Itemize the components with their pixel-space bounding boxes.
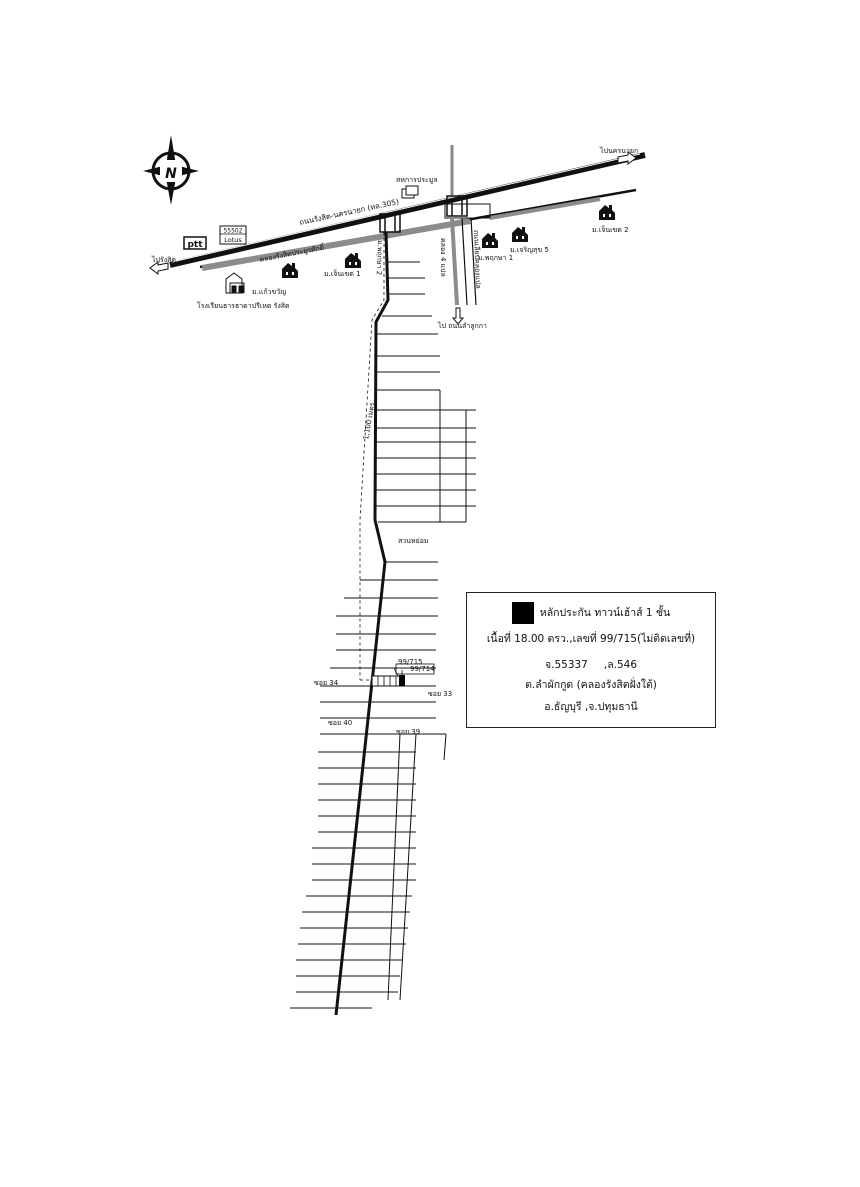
junction xyxy=(379,195,491,233)
label-plot-b: 99/714 xyxy=(410,665,435,673)
arrow-right-icon xyxy=(617,151,637,165)
property-swatch-icon xyxy=(511,602,534,624)
label-chinnakhet2: ม.เจ็นเขต 2 xyxy=(592,225,629,234)
canal-band xyxy=(201,218,471,271)
label-to-nakhon-nayok: ไปนครนายก xyxy=(599,146,638,155)
arrow-to-lamlukka-icon xyxy=(451,307,465,325)
label-pruksa1: ม.พฤกษา 1 xyxy=(478,254,513,262)
house-icon xyxy=(512,227,528,242)
label-plot-a: 99/715 xyxy=(398,658,423,666)
label-to-lamlukka: ไป ถนนลำลูกกา xyxy=(437,321,487,330)
property-marker xyxy=(371,663,435,687)
legend-deed-row: จ.55337 ,ล.546 xyxy=(467,658,715,672)
soi-branches-north xyxy=(376,261,476,563)
main-road xyxy=(169,152,646,269)
label-soi34: ซอย 34 xyxy=(314,679,339,687)
side-road-south xyxy=(450,217,477,306)
house-icon xyxy=(345,253,361,268)
distance-path xyxy=(359,232,385,680)
label-park: สวนหย่อม xyxy=(398,537,429,545)
label-soi40: ซอย 40 xyxy=(328,719,352,727)
label-side-road: ถนนเลียบคลองแปล xyxy=(472,230,482,289)
school-icon xyxy=(225,272,245,294)
soi-branches-south xyxy=(290,733,447,1009)
legend-deed: จ.55337 xyxy=(544,659,588,671)
label-soi39: ซอย 39 xyxy=(396,728,420,736)
building-icon xyxy=(401,185,419,199)
ptt-logo-box xyxy=(183,236,207,250)
label-sahakan: สหการประมูล xyxy=(396,176,438,184)
label-to-rangsit: ไปรังสิต xyxy=(151,255,176,264)
label-pruksa2-road: ม.พฤกษา 2 xyxy=(375,240,384,275)
legend-area: เนื้อที่ 18.00 ตรว.,เลขที่ 99/715(ไม่ติด… xyxy=(486,633,696,645)
label-kaew-khwan: ม.แก้วขวัญ xyxy=(252,288,286,296)
legend-survey: ,ล.546 xyxy=(603,659,638,671)
label-chinnakhet1: ม.เจ็นเขต 1 xyxy=(324,269,361,278)
lotus-name: Lotus xyxy=(224,236,242,244)
legend-district: อ.ธัญบุรี ,จ.ปทุมธานี xyxy=(544,701,638,713)
house-icon xyxy=(482,233,498,248)
legend-title-row: หลักประกัน ทาวน์เฮ้าส์ 1 ชั้น xyxy=(467,602,715,624)
canal-band-east xyxy=(489,197,601,220)
house-icon xyxy=(599,205,615,220)
soi-branches-middle xyxy=(320,579,446,735)
label-charoen-suk5: ม.เจริญสุข 5 xyxy=(510,246,549,254)
spine-road xyxy=(334,231,390,1016)
house-icon xyxy=(282,263,298,278)
compass-rose-icon: N xyxy=(143,135,199,205)
label-school: โรงเรียนธารธาดาปรีเหต รังสิต xyxy=(197,301,290,310)
legend-title: หลักประกัน ทาวน์เฮ้าส์ 1 ชั้น xyxy=(539,607,671,619)
lotus-number: 55502 xyxy=(223,228,242,235)
ptt-logo: ptt xyxy=(187,240,203,250)
lotus-logo-box xyxy=(219,225,247,245)
legend-box: หลักประกัน ทาวน์เฮ้าส์ 1 ชั้น เนื้อที่ 1… xyxy=(466,592,716,728)
arrow-left-icon xyxy=(149,261,169,275)
label-khlong: คลอง 4 แปล xyxy=(439,238,447,277)
compass-north-label: N xyxy=(165,166,177,182)
label-soi33: ซอย 33 xyxy=(428,690,452,698)
legend-subdistrict: ต.ลำผักกูด (คลองรังสิตฝั่งใต้) xyxy=(525,679,657,691)
